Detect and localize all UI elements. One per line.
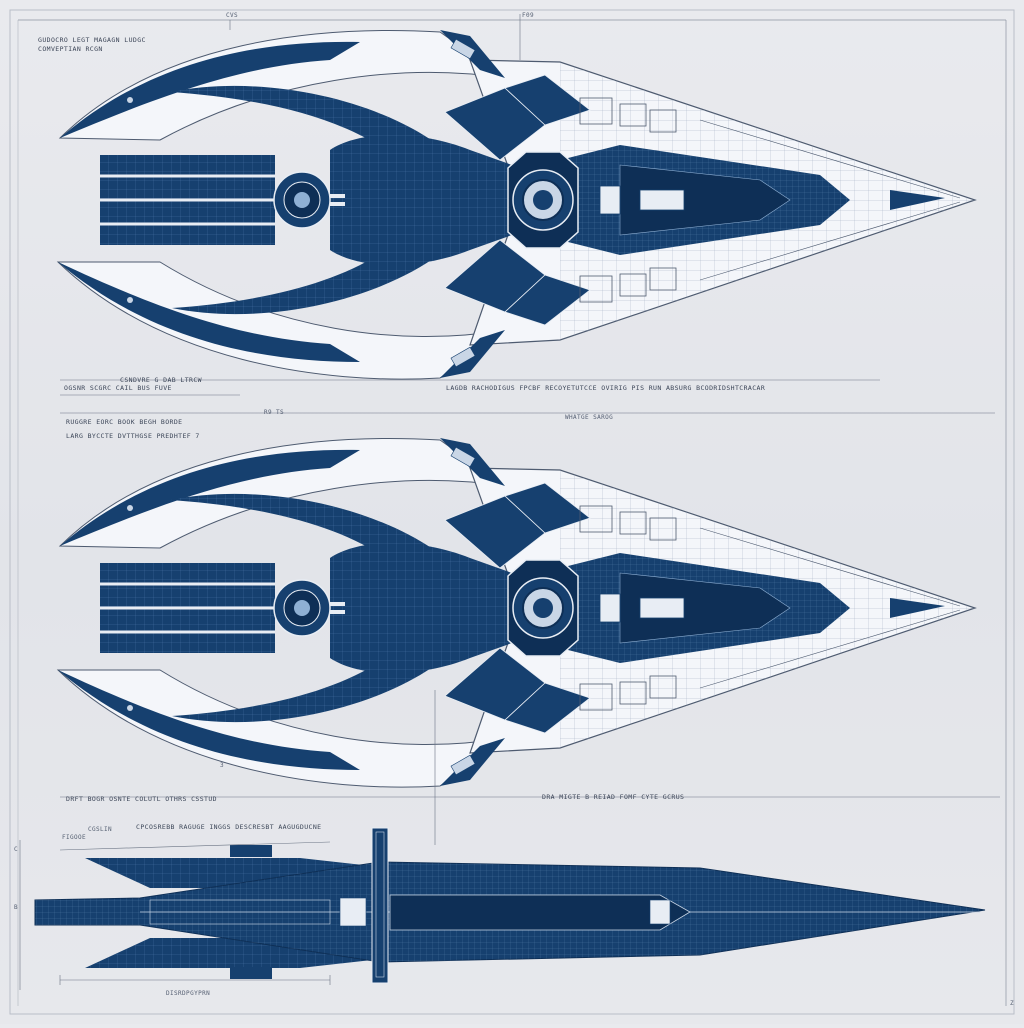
- middle-view-bottom-right-note: DRA MIGTE B REIAD FOMF CYTE GCRUS: [542, 793, 685, 801]
- side-view-caption: CPCOSREBB RAGUGE INGGS DESCRESBT AAGUGDU…: [136, 823, 322, 831]
- middle-view-dim-label-right: WHATGE SAROG: [565, 414, 614, 421]
- top-view-note-line-1: GUDOCRO LEGT MAGAGN LUDGC: [38, 36, 146, 44]
- top-view-bottom-note-1: CSNDVRE G DAB LTRCW: [120, 376, 202, 384]
- top-view-bottom-right-note: LAGDB RACHODIGUS FPCBF RECOYETUTCCE OVIR…: [446, 384, 766, 392]
- top-view-note-line-2: COMVEPTIAN RCGN: [38, 45, 103, 53]
- middle-view-bottom-left-note: DRFT BOGR OSNTE COLUTL OTHRS CSSTUD: [66, 795, 217, 803]
- side-view-label-1: CGSLIN: [88, 826, 113, 833]
- top-view-bottom-note-2: OGSNR SCGRC CAIL BUS FUVE: [64, 384, 172, 392]
- top-tick-label-left: CVS: [226, 12, 239, 19]
- side-view-label-2: FIGOOE: [62, 834, 87, 841]
- middle-view-note-line-1: RUGGRE EORC BOOK BEGH BORDE: [66, 418, 183, 426]
- middle-view-note-line-2: LARG BYCCTE DVTTHGSE PREDHTEF 7: [66, 432, 200, 440]
- middle-view-marker: 3: [220, 762, 225, 769]
- side-view-mark-2: B: [14, 904, 19, 911]
- middle-view-dim-label: R9 TS: [264, 409, 285, 416]
- top-tick-label-right: F09: [522, 12, 535, 19]
- side-view-bottom-label: DISRDPGYPRN: [166, 990, 211, 997]
- side-view-mark-1: C: [14, 846, 19, 853]
- side-view-ship: [34, 827, 986, 984]
- sheet-corner-mark: Z: [1010, 1000, 1015, 1007]
